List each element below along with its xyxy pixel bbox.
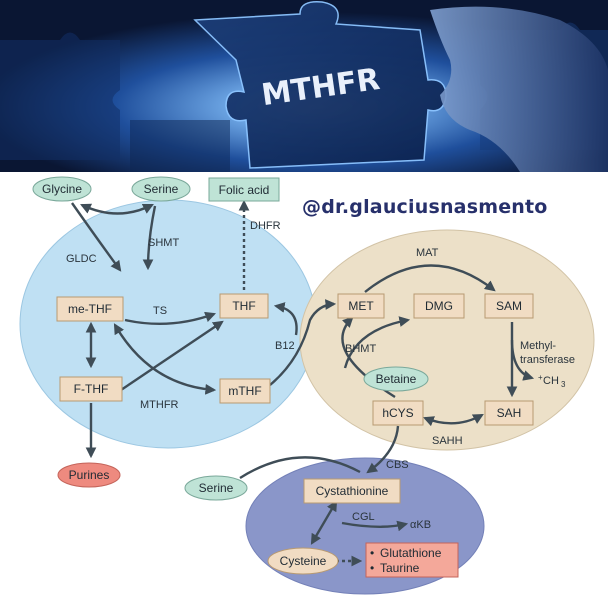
mthfr-label: MTHFR bbox=[140, 399, 179, 411]
ts-label: TS bbox=[153, 305, 167, 317]
serine-bottom-node bbox=[184, 475, 248, 501]
dmg-node bbox=[413, 293, 465, 319]
betaine-label: Betaine bbox=[376, 372, 417, 386]
b12-thf-arrow bbox=[273, 302, 298, 336]
serine-shmt-arrow bbox=[142, 205, 157, 271]
cgl-label: CGL bbox=[352, 511, 375, 523]
taurine-label: Taurine bbox=[380, 561, 420, 575]
me-thf-label: me-THF bbox=[68, 302, 112, 316]
me-thf-node bbox=[56, 296, 124, 322]
glycine-gldc-arrow bbox=[71, 202, 122, 272]
cystathionine-label: Cystathionine bbox=[316, 484, 389, 498]
akb-label: αKB bbox=[410, 519, 431, 531]
glutathione-label: Glutathione bbox=[380, 546, 442, 560]
met-label: MET bbox=[348, 299, 374, 313]
bhmt-label: BHMT bbox=[345, 343, 376, 355]
hcys-node bbox=[372, 400, 424, 426]
folic-acid-node bbox=[208, 177, 280, 202]
methyl-group-label: + CH 3 bbox=[538, 373, 566, 389]
sah-node bbox=[484, 400, 534, 426]
glycine-label: Glycine bbox=[42, 182, 82, 196]
serine-top-label: Serine bbox=[144, 182, 179, 196]
thf-node bbox=[219, 293, 269, 319]
sam-node bbox=[484, 293, 534, 319]
taurine-bullet: • bbox=[370, 561, 374, 575]
hcys-label: hCYS bbox=[382, 406, 413, 420]
b12-label: B12 bbox=[275, 340, 295, 352]
glutathione-bullet: • bbox=[370, 546, 374, 560]
serine-bottom-label: Serine bbox=[199, 481, 234, 495]
folic-acid-label: Folic acid bbox=[219, 183, 270, 197]
cysteine-node bbox=[267, 547, 339, 575]
b12-met-arrow bbox=[269, 299, 337, 386]
sahh-arrow bbox=[422, 413, 484, 427]
cbs-arrow bbox=[366, 425, 400, 474]
sam-label: SAM bbox=[496, 299, 522, 313]
mthfr-arrow bbox=[113, 323, 217, 395]
thf-label: THF bbox=[232, 299, 255, 313]
cystathionine-cysteine-arrow bbox=[310, 500, 338, 545]
author-handle: @dr.glauciusnasmento bbox=[302, 196, 548, 218]
cgl-arrow bbox=[341, 520, 409, 532]
products-node bbox=[365, 542, 459, 578]
fthf-thf-arrow bbox=[117, 320, 224, 393]
bhmt-arrow bbox=[343, 316, 411, 369]
mthfr-puzzle-banner: MTHFR bbox=[0, 0, 608, 172]
svg-text:+: + bbox=[538, 373, 543, 382]
methyltransferase-label-2: transferase bbox=[520, 354, 575, 366]
purines-node bbox=[57, 462, 121, 488]
methyltransferase-label-1: Methyl- bbox=[520, 340, 556, 352]
mat-label: MAT bbox=[416, 247, 439, 259]
mthf-label: mTHF bbox=[228, 384, 261, 398]
betaine-node bbox=[363, 366, 429, 392]
svg-text:CH: CH bbox=[543, 375, 559, 387]
serine-top-node bbox=[131, 176, 191, 202]
mat-arrow bbox=[364, 264, 496, 293]
dmg-label: DMG bbox=[425, 299, 453, 313]
f-thf-label: F-THF bbox=[74, 382, 109, 396]
mthf-node bbox=[219, 378, 271, 404]
glycine-serine-arrow bbox=[80, 203, 154, 215]
svg-text:3: 3 bbox=[561, 380, 566, 389]
shmt-label: SHMT bbox=[148, 237, 179, 249]
gldc-label: GLDC bbox=[66, 253, 97, 265]
cystathionine-node bbox=[303, 478, 401, 504]
serine-cbs-arrow bbox=[239, 456, 361, 480]
sahh-label: SAHH bbox=[432, 435, 463, 447]
met-node bbox=[337, 293, 385, 319]
purines-label: Purines bbox=[69, 468, 110, 482]
glycine-node bbox=[32, 176, 92, 202]
f-thf-node bbox=[59, 376, 123, 402]
cysteine-label: Cysteine bbox=[280, 554, 327, 568]
cbs-label: CBS bbox=[386, 459, 409, 471]
sah-label: SAH bbox=[497, 406, 522, 420]
methyl-release-arrow bbox=[510, 339, 535, 381]
dhfr-label: DHFR bbox=[250, 220, 281, 232]
